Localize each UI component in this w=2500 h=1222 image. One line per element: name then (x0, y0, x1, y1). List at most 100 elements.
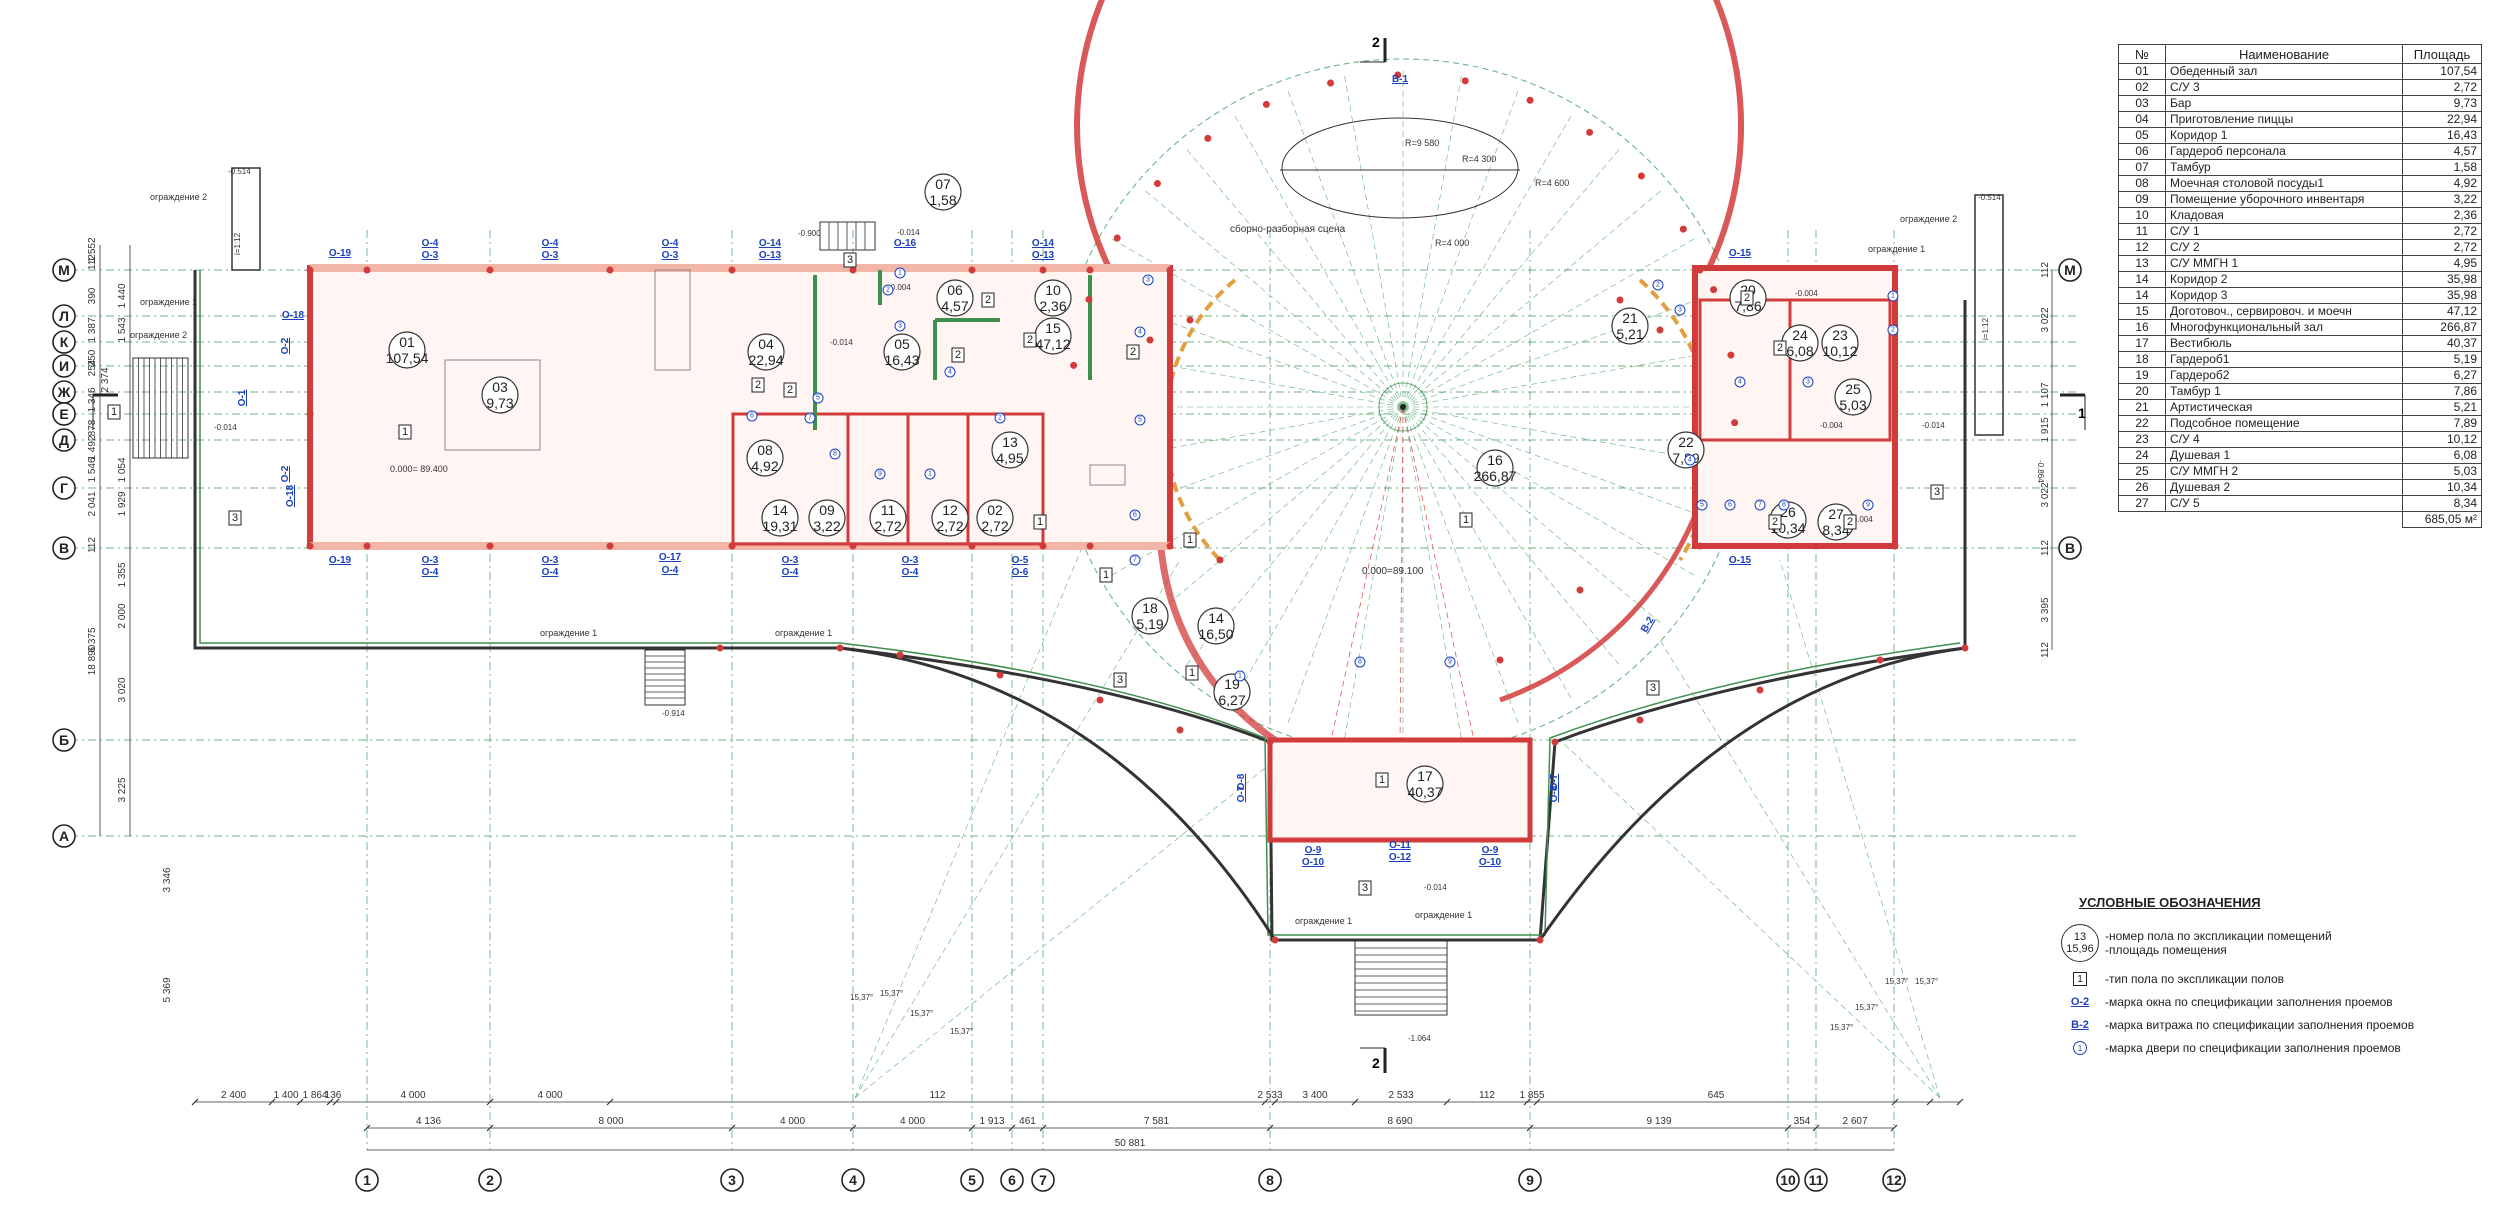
floor-type-mark: 1 (1459, 512, 1473, 528)
table-cell-no: 14 (2118, 271, 2166, 288)
section-marker-top: 2 (1360, 34, 1387, 63)
column-marker (1271, 936, 1279, 944)
dim-row-label: 1 546 (87, 457, 98, 482)
column-marker (849, 266, 857, 274)
door-number: 2 (1656, 282, 1660, 289)
axis-label-row: М (2064, 262, 2076, 278)
column-marker (716, 644, 724, 652)
window-mark: О-11 (1389, 840, 1411, 851)
axis-label-row: А (59, 828, 69, 844)
window-mark: О-3 (542, 555, 559, 566)
window-mark: О-3 (422, 555, 439, 566)
dim-chain1-label: 4 000 (780, 1116, 805, 1127)
window-mark: О-2 (280, 337, 291, 354)
axis-label-column: 4 (849, 1172, 857, 1188)
room-bubble: 122,72 (931, 499, 969, 537)
room-number: 21 (1622, 310, 1638, 326)
table-cell-name: Вестибюль (2165, 335, 2403, 352)
door-number: 5 (816, 395, 820, 402)
table-header-row: № Наименование Площадь (2118, 44, 2482, 64)
table-cell-no: 08 (2118, 175, 2166, 192)
floor-type-value: 2 (1847, 516, 1853, 528)
floor-type-value: 1 (111, 406, 117, 418)
dim-chain2-tick (191, 1098, 199, 1106)
door-number: 8 (833, 451, 837, 458)
table-cell-name: Многофункциональный зал (2165, 319, 2403, 336)
dim-chain2-tick (486, 1098, 494, 1106)
room-number: 15 (1045, 320, 1061, 336)
dim-row-label: 2 041 (87, 491, 98, 516)
axis-label-row: В (59, 540, 69, 556)
table-cell-area: 22,94 (2402, 111, 2482, 128)
section-marker-right: 1 (2060, 393, 2086, 430)
table-cell-area: 7,89 (2402, 415, 2482, 432)
dim-chain2-tick (1351, 1098, 1359, 1106)
dim-chain1-label: 4 136 (416, 1116, 441, 1127)
radial-ray (1402, 406, 1622, 668)
column-marker (1146, 336, 1154, 344)
door-number: 2 (998, 415, 1002, 422)
dim-chain2-tick (1891, 1098, 1899, 1106)
fence-label-right-2: ограждение 2 (1900, 214, 1957, 224)
dim-chain2-tick (268, 1098, 276, 1106)
ramp-slope-right: i=1:12 (1981, 317, 1990, 340)
room-number: 22 (1678, 434, 1694, 450)
dim-chain1-tick (728, 1124, 736, 1132)
dim-row-label: 1 543 (117, 317, 128, 342)
door-mark: 4 (944, 366, 956, 378)
table-cell-area: 10,12 (2402, 431, 2482, 448)
axis-bubble-row: Б (52, 728, 76, 752)
column-marker (1727, 351, 1735, 359)
window-mark: О-4 (542, 567, 559, 578)
window-mark: О-12 (1389, 852, 1412, 863)
legend-floor-text: -тип пола по экспликации полов (2105, 972, 2285, 986)
dim-row-label: 250 (87, 349, 98, 366)
room-bubble: 246,08 (1781, 324, 1819, 362)
angle-label: 15,37° (1855, 1003, 1878, 1012)
column-marker (1262, 100, 1270, 108)
column-marker (968, 542, 976, 550)
dim-total-label: 50 881 (1115, 1138, 1146, 1149)
window-mark: О-2 (280, 465, 291, 482)
door-number: 4 (1138, 329, 1142, 336)
door-number: 3 (898, 323, 902, 330)
table-cell-no: 26 (2118, 479, 2166, 496)
dim-row-label: 3 225 (117, 777, 128, 802)
floor-type-value: 1 (1189, 667, 1195, 679)
dim-chain1-tick (1784, 1124, 1792, 1132)
table-cell-area: 7,86 (2402, 383, 2482, 400)
window-mark: О-15 (1729, 248, 1752, 259)
room-number: 18 (1142, 600, 1158, 616)
dim-chain1-tick (486, 1124, 494, 1132)
floor-type-value: 2 (1744, 292, 1750, 304)
dim-chain1-tick (1526, 1124, 1534, 1132)
radial-ray (1402, 406, 1723, 524)
room-number: 14 (1208, 610, 1224, 626)
window-mark: О-8 (1549, 785, 1560, 802)
level-b-left: -0.014 (214, 423, 237, 432)
radial-ray (1402, 236, 1698, 408)
room-area: 2,72 (936, 518, 963, 534)
level-c-4: -0.004 (1850, 515, 1873, 524)
dim-row-label: 18 890 (87, 644, 98, 675)
radial-ray (1286, 406, 1404, 727)
table-cell-no: 21 (2118, 399, 2166, 416)
table-cell-name: Доготовоч., сервировоч. и моечн (2165, 303, 2403, 320)
axis-bubble-row: Д (52, 428, 76, 452)
window-mark: О-4 (902, 567, 919, 578)
radial-ray (1343, 72, 1404, 408)
radial-ray (1402, 406, 1574, 702)
floor-type-mark: 2 (951, 347, 965, 363)
radial-ray-vestibule (1402, 406, 1476, 746)
dim-row-label: 112 (87, 254, 98, 270)
axis-bubble-row: В (52, 536, 76, 560)
dim-row-label: 3 346 (162, 867, 173, 892)
column-marker (486, 266, 494, 274)
floor-type-value: 2 (1777, 342, 1783, 354)
